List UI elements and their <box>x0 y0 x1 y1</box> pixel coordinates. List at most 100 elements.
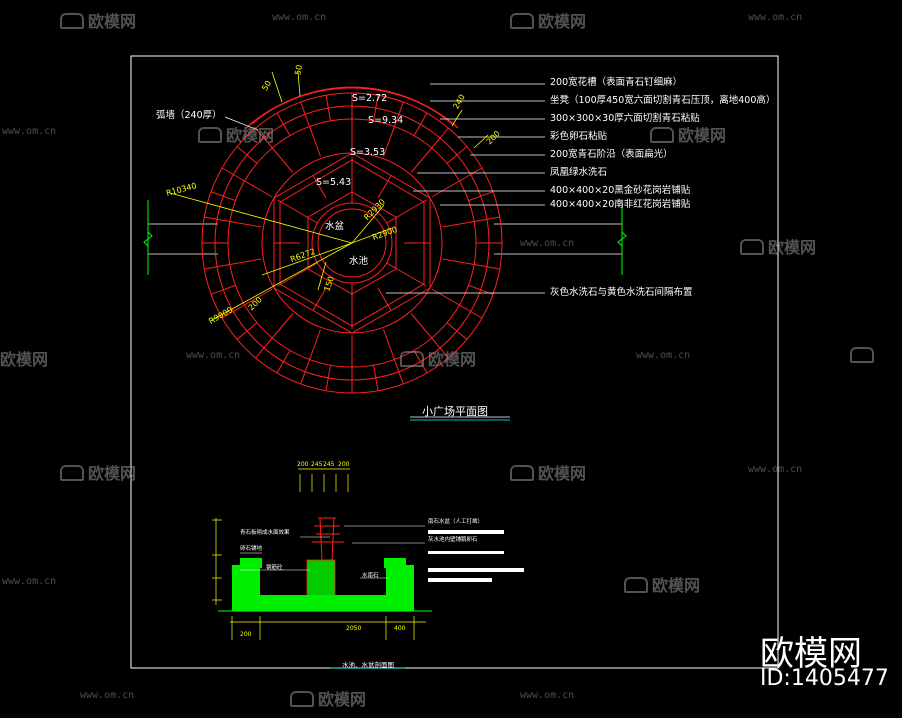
radial-line <box>276 112 291 136</box>
radial-line <box>413 112 428 136</box>
sheet-frame <box>130 55 779 669</box>
radial-line <box>312 175 327 199</box>
section-bottom-dim: 200 <box>240 631 252 638</box>
radial-line <box>386 262 427 287</box>
radial-line <box>204 264 230 270</box>
radial-line <box>325 365 331 391</box>
watermark-site: www.om.cn <box>2 576 57 587</box>
radial-line <box>377 175 392 199</box>
radial-line <box>393 101 404 127</box>
label-arc-wall: 弧墙（240厚） <box>156 110 222 121</box>
radial-line <box>204 216 230 222</box>
ground-strip-right <box>494 200 627 275</box>
radial-line <box>309 126 321 157</box>
radial-line <box>210 284 236 295</box>
watermark-brand: 欧模网 <box>60 8 136 32</box>
brand-stamp: 欧模网 <box>760 634 862 674</box>
section-top-dim: 245 <box>323 461 335 468</box>
radial-line <box>271 313 294 339</box>
radial-line <box>446 322 468 340</box>
section-note-left: 钢筋砼 <box>266 565 283 571</box>
section-note-left: 卵石铺地 <box>240 546 263 552</box>
radial-line <box>300 359 311 385</box>
plaza-radial-lines <box>202 93 502 393</box>
radial-line <box>221 167 245 182</box>
radial-line <box>446 146 468 164</box>
area-label: S=5.43 <box>316 177 352 188</box>
watermark-brand: 欧模网 <box>624 572 700 596</box>
area-label: S=9.34 <box>368 115 404 126</box>
section-bottom-dim: 400 <box>394 625 406 632</box>
section-drawing <box>212 468 524 669</box>
radial-line <box>442 258 475 265</box>
ground-strip-left <box>143 200 218 275</box>
watermark-site: www.om.cn <box>520 690 575 701</box>
label-bluestone-tile: 300×300×30厚六面切割青石粘贴 <box>550 113 700 124</box>
radial-line <box>459 304 483 319</box>
radial-line <box>431 337 449 359</box>
label-step-edge: 200宽青石阶沿（表面扁光） <box>550 149 673 160</box>
sofa-logo-icon <box>510 13 534 29</box>
radial-line <box>325 95 331 121</box>
radial-line <box>410 313 433 339</box>
radial-line <box>312 287 327 311</box>
watermark-brand <box>850 346 878 365</box>
radial-line <box>373 95 379 121</box>
section-note-right: 水南石 <box>362 573 379 579</box>
radial-line <box>255 127 273 149</box>
radial-line <box>410 147 433 173</box>
radial-line <box>431 288 460 306</box>
label-bench: 坐凳（100厚450宽六面切割青石压顶，离地400高） <box>550 95 776 106</box>
radial-line <box>386 199 427 224</box>
section-title: 水池、水盆剖面图 <box>342 661 394 669</box>
label-pool: 水池 <box>349 256 369 267</box>
radial-line <box>442 221 475 228</box>
radial-line <box>377 287 392 311</box>
watermark-brand: 欧模网 <box>650 122 726 146</box>
radial-line <box>236 146 258 164</box>
radial-line <box>300 101 311 127</box>
radial-line <box>431 127 449 149</box>
radial-line <box>244 288 273 306</box>
area-label: S=2.72 <box>352 93 388 104</box>
watermark-site: www.om.cn <box>748 464 803 475</box>
sofa-logo-icon <box>290 691 314 707</box>
sofa-logo-icon <box>60 13 84 29</box>
section-bottom-dim: 2050 <box>346 625 362 632</box>
section-top-dim: 200 <box>297 461 309 468</box>
radial-line <box>277 199 318 224</box>
radial-line <box>383 329 395 360</box>
brand-id: ID:1405477 <box>760 666 889 691</box>
watermark-brand: 欧模网 <box>400 346 476 370</box>
radial-line <box>255 337 273 359</box>
watermark-site: www.om.cn <box>636 350 691 361</box>
radial-line <box>474 216 500 222</box>
watermark-brand: 欧模网 <box>510 460 586 484</box>
watermark-site: www.om.cn <box>2 126 57 137</box>
watermark-brand: 欧模网 <box>290 686 366 710</box>
radial-line <box>468 191 494 202</box>
watermark-brand: 欧模网 <box>0 350 49 369</box>
watermark-brand: 欧模网 <box>740 234 816 258</box>
sofa-logo-icon <box>198 127 222 143</box>
sofa-logo-icon <box>650 127 674 143</box>
plan-title: 小广场平面图 <box>422 405 488 418</box>
radial-line <box>277 262 318 287</box>
label-washstone-alternate: 灰色水洗石与黄色水洗石间隔布置 <box>550 287 693 298</box>
section-note-right: 南石水盆（人工打凿） <box>428 519 484 525</box>
radial-line <box>383 126 395 157</box>
radial-line <box>393 359 404 385</box>
watermark-site: www.om.cn <box>272 12 327 23</box>
section-top-dim: 245 <box>311 461 323 468</box>
radial-line <box>229 221 262 228</box>
watermark-site: www.om.cn <box>748 12 803 23</box>
radial-line <box>244 180 273 198</box>
radial-line <box>459 167 483 182</box>
sofa-logo-icon <box>850 347 874 363</box>
radial-line <box>210 191 236 202</box>
section-top-dim: 200 <box>338 461 350 468</box>
radial-line <box>271 147 294 173</box>
watermark-site: www.om.cn <box>520 238 575 249</box>
label-red-granite: 400×400×20南非红花岗岩铺贴 <box>550 199 691 210</box>
